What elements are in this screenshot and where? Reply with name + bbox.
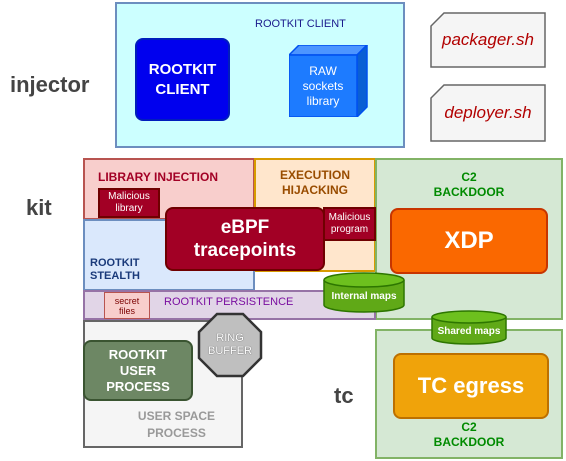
rootkit-persistence-label: ROOTKIT PERSISTENCE xyxy=(164,296,294,308)
internal-maps-label: Internal maps xyxy=(331,290,397,302)
secret-files-box: secret files xyxy=(104,292,150,319)
malicious-program-label: Malicious program xyxy=(328,212,371,235)
packager-script-label: packager.sh xyxy=(442,30,534,49)
xdp-label: XDP xyxy=(444,227,494,254)
shared-maps-label: Shared maps xyxy=(437,325,501,337)
library-injection-label: LIBRARY INJECTION xyxy=(98,170,219,184)
deployer-script-card xyxy=(430,84,546,142)
ebpf-tracepoints-label: eBPF tracepoints xyxy=(193,217,297,261)
ebpf-tracepoints-box: eBPF tracepoints xyxy=(165,207,325,271)
tc-egress-label: TC egress xyxy=(417,373,525,398)
rootkit-user-process-box: ROOTKIT USER PROCESS xyxy=(83,340,193,401)
ring-buffer-octagon xyxy=(197,312,263,378)
rootkit-client-region-label: ROOTKIT CLIENT xyxy=(255,18,346,30)
ring-buffer-label: RING BUFFER xyxy=(208,332,252,357)
malicious-library-label: Malicious library xyxy=(108,191,150,214)
row-label-kit: kit xyxy=(26,195,52,220)
rootkit-client-box: ROOTKIT CLIENT xyxy=(135,38,230,121)
row-label-tc: tc xyxy=(334,383,354,408)
rootkit-client-box-label: ROOTKIT CLIENT xyxy=(148,60,217,98)
tc-egress-box: TC egress xyxy=(393,353,549,419)
malicious-program-box: Malicious program xyxy=(323,207,376,241)
raw-sockets-label: RAW sockets library xyxy=(302,63,344,108)
c2-backdoor-label: C2 BACKDOOR xyxy=(433,170,505,199)
malicious-library-box: Malicious library xyxy=(98,188,160,218)
deployer-script-label: deployer.sh xyxy=(444,103,532,122)
raw-sockets-cube xyxy=(289,45,369,117)
rootkit-stealth-label: ROOTKIT STEALTH xyxy=(90,257,140,282)
shared-maps-cylinder xyxy=(431,310,507,345)
row-label-injector: injector xyxy=(10,72,90,97)
execution-hijacking-label: EXECUTION HIJACKING xyxy=(279,168,350,197)
user-space-process-label: USER SPACE PROCESS xyxy=(137,409,216,440)
xdp-box: XDP xyxy=(390,208,548,274)
tc-c2-backdoor-label: C2 BACKDOOR xyxy=(433,420,505,449)
packager-script-card xyxy=(430,12,546,68)
rootkit-user-process-label: ROOTKIT USER PROCESS xyxy=(106,346,170,394)
internal-maps-cylinder xyxy=(323,272,405,313)
secret-files-label: secret files xyxy=(114,295,140,316)
